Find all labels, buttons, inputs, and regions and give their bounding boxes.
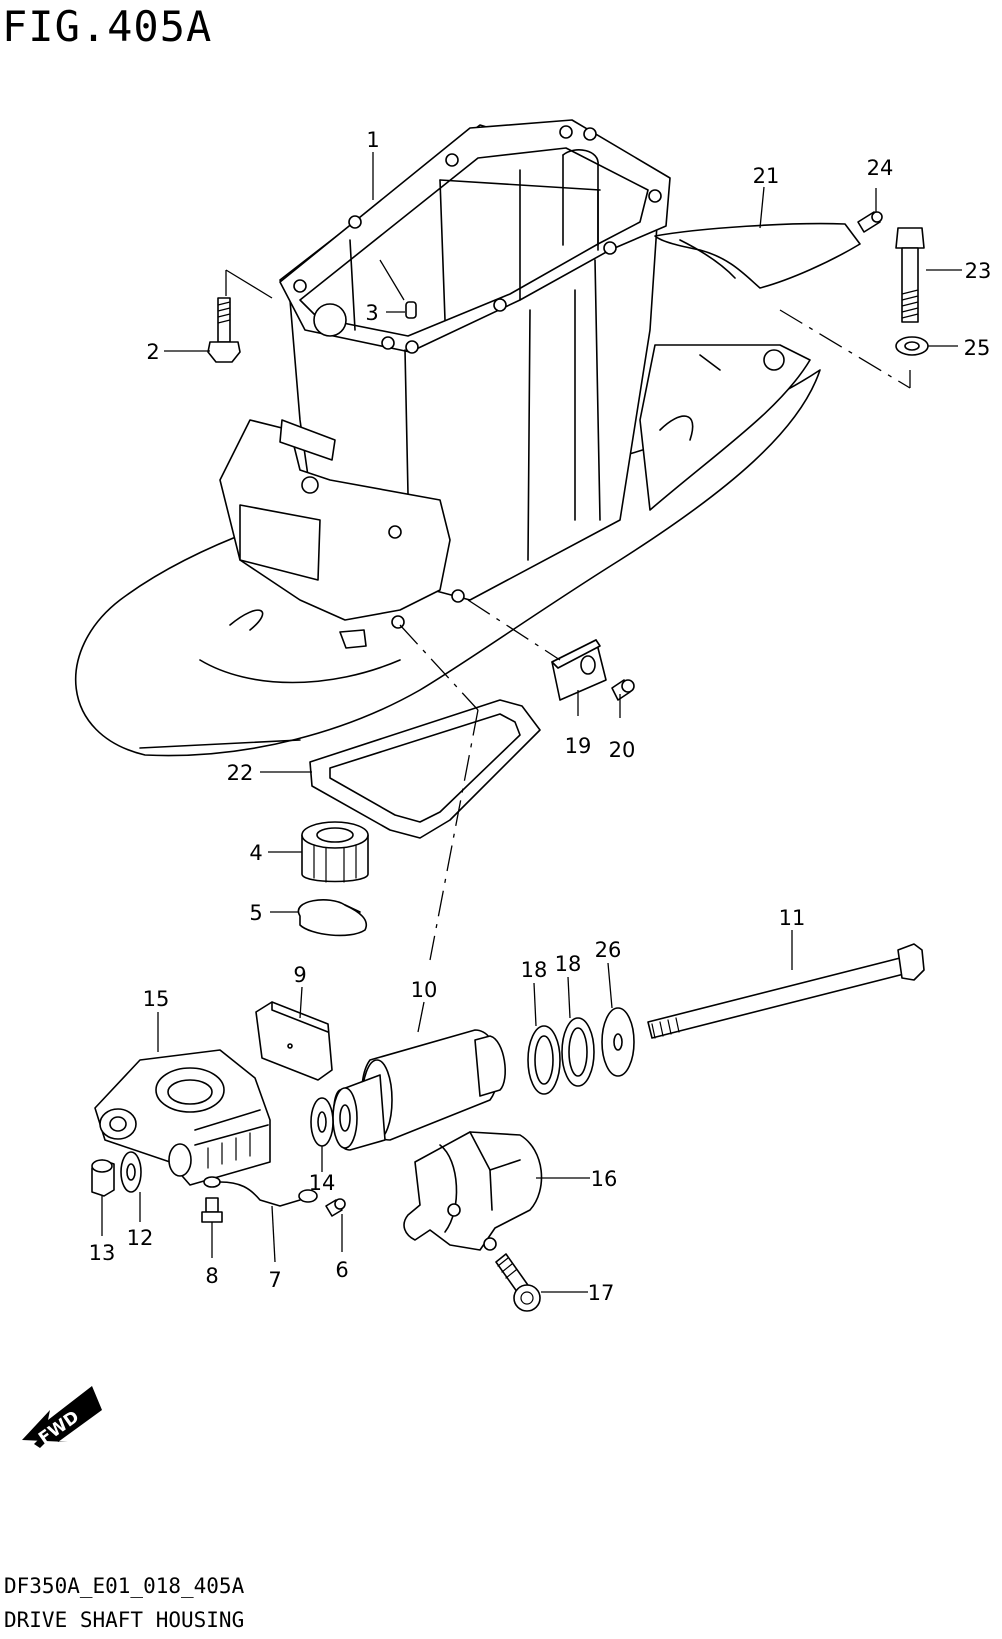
callout-7: 7	[268, 1268, 281, 1292]
part-25-washer	[895, 336, 929, 356]
leader-lines	[101, 152, 962, 1293]
callout-26: 26	[595, 938, 622, 962]
callout-12: 12	[127, 1226, 154, 1250]
part-18-ring-b	[561, 1017, 595, 1087]
part-6-screw	[325, 1198, 346, 1217]
callout-14: 14	[309, 1171, 336, 1195]
callout-11: 11	[779, 906, 806, 930]
callout-16: 16	[591, 1167, 618, 1191]
callout-10: 10	[411, 978, 438, 1002]
assembly-lines	[225, 259, 911, 961]
part-9-pad	[255, 1001, 333, 1081]
callout-21: 21	[753, 164, 780, 188]
callout-5: 5	[249, 901, 262, 925]
part-3-pin	[405, 301, 417, 319]
part-5-clip	[297, 899, 367, 937]
figure-name: DRIVE SHAFT HOUSING	[4, 1608, 245, 1632]
callout-18b: 18	[555, 952, 582, 976]
callout-4: 4	[249, 841, 262, 865]
callout-17: 17	[588, 1281, 615, 1305]
callout-22: 22	[227, 761, 254, 785]
callout-20: 20	[609, 738, 636, 762]
part-14-washer	[310, 1097, 334, 1147]
callout-labels: 1 2 3 4 5 6 7 8 9 10 11 12 13 14 15 16 1…	[89, 128, 992, 1305]
part-20-screw	[611, 679, 635, 701]
part-21-plate	[654, 222, 861, 289]
part-18-ring-a	[527, 1025, 561, 1095]
callout-18a: 18	[521, 958, 548, 982]
part-15-bracket	[94, 1049, 271, 1186]
figure-code: DF350A_E01_018_405A	[4, 1574, 245, 1598]
callout-25: 25	[964, 336, 991, 360]
part-19-mount	[551, 639, 607, 701]
fwd-arrow-icon: FWD	[22, 1386, 102, 1449]
figure-title: FIG.405A	[2, 2, 213, 51]
part-11-bolt	[647, 943, 925, 1039]
callout-23: 23	[965, 259, 992, 283]
part-26-washer	[601, 1007, 635, 1077]
part-12-washer	[120, 1151, 142, 1193]
callout-2: 2	[146, 340, 159, 364]
callout-8: 8	[205, 1264, 218, 1288]
part-23-bolt	[895, 227, 925, 323]
callout-13: 13	[89, 1241, 116, 1265]
part-7-wire	[203, 1176, 318, 1207]
callout-3: 3	[365, 301, 378, 325]
part-17-bolt	[495, 1253, 541, 1312]
callout-24: 24	[867, 156, 894, 180]
callout-1: 1	[366, 128, 379, 152]
part-22-seal	[309, 699, 541, 839]
part-24-bolt	[857, 211, 883, 233]
part-13-nut	[91, 1159, 115, 1197]
callout-9: 9	[293, 963, 306, 987]
part-8-bolt	[201, 1197, 223, 1223]
callout-15: 15	[143, 987, 170, 1011]
part-4-grommet	[301, 821, 369, 883]
part-16-clamp	[403, 1131, 543, 1251]
part-2-bolt	[207, 297, 241, 363]
callout-6: 6	[335, 1258, 348, 1282]
drive-shaft-housing	[74, 119, 821, 757]
callout-19: 19	[565, 734, 592, 758]
